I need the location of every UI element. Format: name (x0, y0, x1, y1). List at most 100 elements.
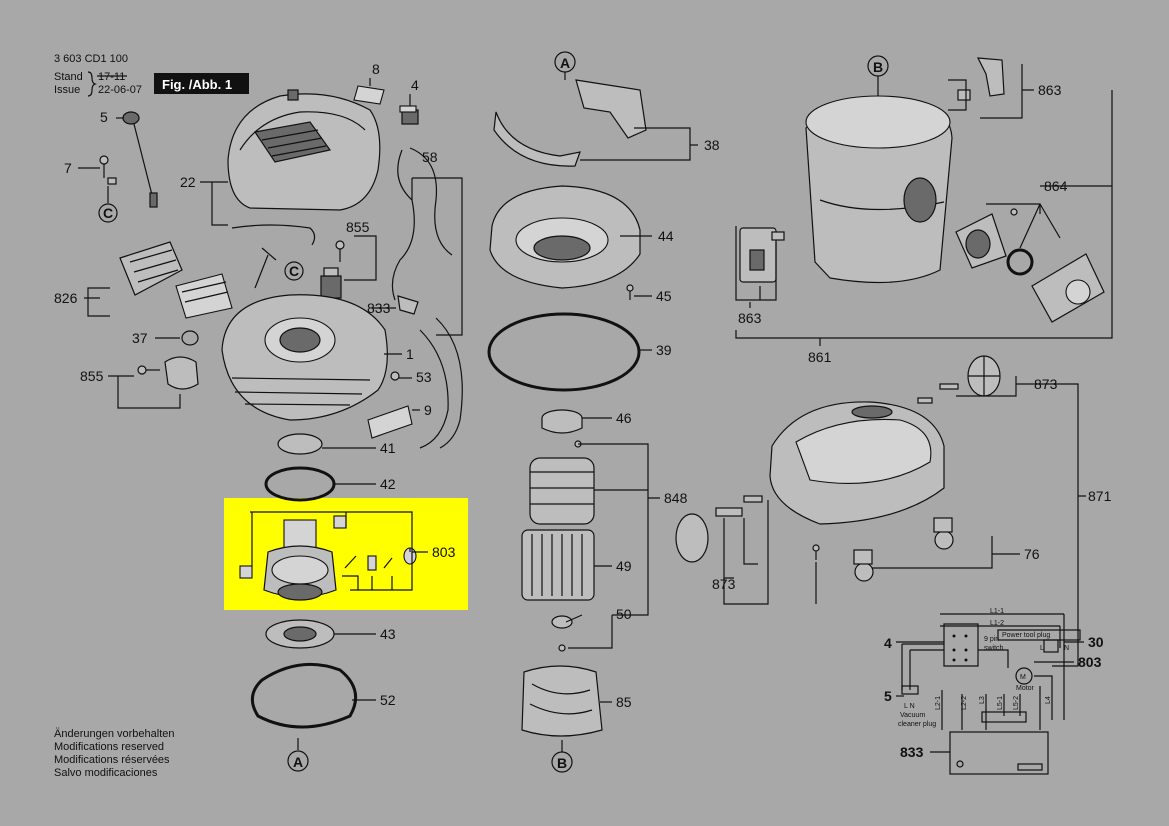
part-76-castors (853, 517, 954, 582)
label-76: 76 (1024, 546, 1040, 562)
bracket-wire (254, 247, 277, 289)
brace (87, 71, 97, 97)
wiring-diagram (901, 613, 1081, 775)
part-41-ring (277, 433, 323, 455)
part-53-nut (390, 371, 400, 381)
label-803-wiring: 803 (1078, 654, 1102, 670)
part-42-ring (264, 466, 336, 502)
wire-l21: L2-1 (935, 696, 942, 710)
switch-label: switch (984, 645, 1004, 652)
wire-l3: L3 (979, 696, 986, 704)
stand-value: 17-11 (98, 71, 125, 83)
cable-58-b (409, 147, 453, 256)
part-873-wheel (917, 355, 1001, 404)
label-855-bottom: 855 (80, 368, 104, 384)
label-9: 9 (424, 402, 432, 418)
label-41: 41 (380, 440, 396, 456)
wire-l22: L2-2 (961, 696, 968, 710)
footer-line-2: Modifications reserved (54, 741, 164, 753)
cable-58-c (435, 317, 463, 449)
wire-l51: L5-1 (997, 696, 1004, 710)
label-5: 5 (100, 109, 108, 125)
label-45: 45 (656, 288, 672, 304)
motor-symbol-m: M (1020, 674, 1026, 681)
part-873-lower-wheel (675, 495, 763, 563)
label-5-wiring: 5 (884, 688, 892, 704)
part-9-strip (367, 405, 413, 439)
label-46: 46 (616, 410, 632, 426)
part-22-hood (227, 89, 381, 211)
label-43: 43 (380, 626, 396, 642)
vac-ln: L N (904, 703, 915, 710)
marker-c-center-text: C (289, 263, 299, 279)
label-855-top: 855 (346, 219, 370, 235)
part-45-screw (626, 284, 634, 292)
power-tool-plug-label: Power tool plug (1002, 632, 1050, 639)
label-44: 44 (658, 228, 674, 244)
part-871-base (769, 401, 945, 525)
part-7-screw (99, 155, 117, 185)
part-38-upper (575, 79, 647, 139)
part-848-cage (529, 457, 595, 525)
label-39: 39 (656, 342, 672, 358)
cable-58-a (391, 149, 415, 301)
label-803-left: 803 (432, 544, 456, 560)
pin9-label: 9 pin (984, 636, 999, 643)
label-52: 52 (380, 692, 396, 708)
wire-l4: L4 (1045, 696, 1052, 704)
cable-58-d (419, 329, 449, 449)
part-5-cable (122, 111, 158, 208)
wire-l12: L1-2 (990, 620, 1004, 627)
footer-line-1: Änderungen vorbehalten (54, 728, 174, 740)
part-52-seal (250, 662, 358, 729)
issue-label: Issue (54, 84, 80, 96)
part-37-ring (181, 330, 199, 346)
part-8-sticker (353, 85, 385, 105)
label-4: 4 (411, 77, 419, 93)
label-833-left: 833 (367, 300, 391, 316)
marker-c-left (98, 203, 118, 223)
part-43-disc (265, 619, 335, 649)
wire-l52: L5-2 (1013, 696, 1020, 710)
label-4-wiring: 4 (884, 635, 892, 651)
label-863-top: 863 (1038, 82, 1062, 98)
part-864-parts (955, 208, 1105, 323)
stand-label: Stand (54, 71, 83, 83)
label-49: 49 (616, 558, 632, 574)
label-50: 50 (616, 606, 632, 622)
cleaner-plug-label: cleaner plug (898, 721, 936, 728)
marker-a-bottom (287, 750, 309, 772)
label-833-wiring: 833 (900, 744, 924, 760)
part-44-frame (489, 185, 641, 289)
middle-leaders (561, 72, 698, 752)
part-4-plug (399, 105, 419, 125)
label-85: 85 (616, 694, 632, 710)
label-873-top: 873 (1034, 376, 1058, 392)
label-22: 22 (180, 174, 196, 190)
part-855-lower (137, 356, 199, 390)
footer-line-3: Modifications réservées (54, 754, 170, 766)
label-38: 38 (704, 137, 720, 153)
marker-b-bottom-text: B (557, 755, 567, 771)
label-848: 848 (664, 490, 688, 506)
part-863-bottom (739, 227, 785, 283)
part-803-motor (239, 515, 417, 601)
part-85-bag (521, 665, 603, 737)
marker-a-bottom-text: A (293, 754, 303, 770)
part-855-upper (320, 240, 345, 299)
label-30: 30 (1088, 634, 1104, 650)
left-leaders (78, 78, 463, 750)
part-50-bolt (551, 615, 573, 652)
label-53: 53 (416, 369, 432, 385)
wire-l11: L1-1 (990, 608, 1004, 615)
doc-number: 3 603 CD1 100 (54, 53, 128, 65)
part-39-ring (487, 312, 641, 392)
marker-c-left-text: C (103, 205, 113, 221)
marker-c-center (284, 261, 304, 281)
part-833-clip (397, 295, 419, 315)
part-826-holder (119, 241, 233, 319)
label-7: 7 (64, 160, 72, 176)
seal-strip (231, 224, 316, 246)
